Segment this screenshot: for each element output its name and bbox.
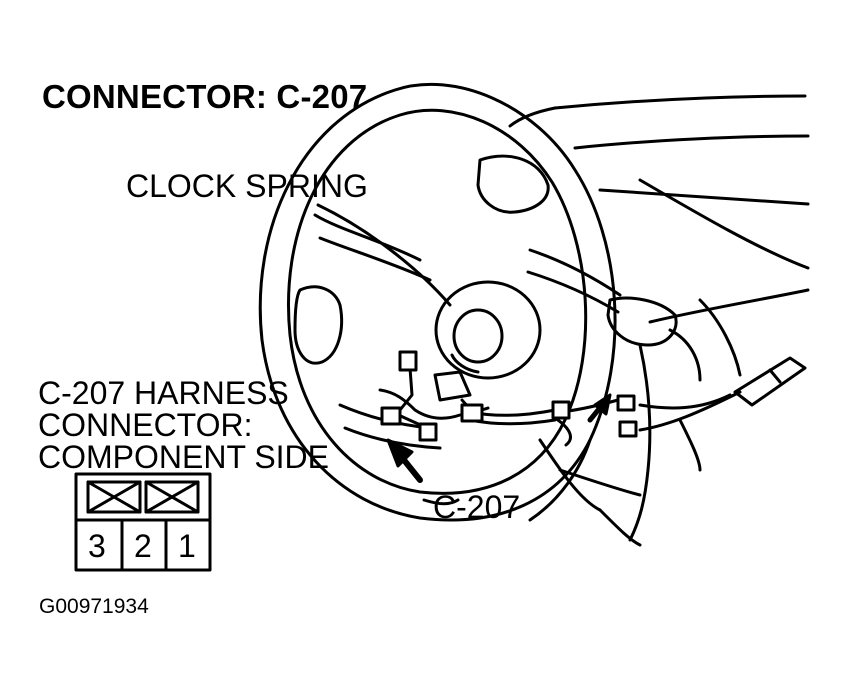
harness-label-line2: CONNECTOR: [38, 407, 253, 443]
harness-label-line1: C-207 HARNESS [38, 375, 289, 411]
steering-column [538, 343, 702, 547]
clock-spring [433, 280, 542, 412]
harness-connector-label: C-207 HARNESS CONNECTOR: COMPONENT SIDE [38, 377, 329, 473]
pin-3-label: 3 [88, 528, 106, 564]
steering-wheel [258, 82, 678, 522]
dashboard-outline [508, 94, 810, 382]
harness-connectors [380, 350, 638, 442]
c207-connector-face [74, 472, 212, 572]
connector-callout-label: C-207 [433, 489, 521, 525]
figure-id: G00971934 [39, 595, 149, 618]
clock-spring-leader [316, 203, 452, 307]
pin-2-label: 2 [134, 528, 152, 564]
diagram-title: CONNECTOR: C-207 [42, 78, 368, 115]
harness-label-line3: COMPONENT SIDE [38, 439, 329, 475]
pin-1-label: 1 [178, 528, 196, 564]
c207-callout-arrows [386, 393, 612, 522]
clock-spring-label: CLOCK SPRING [126, 168, 368, 204]
